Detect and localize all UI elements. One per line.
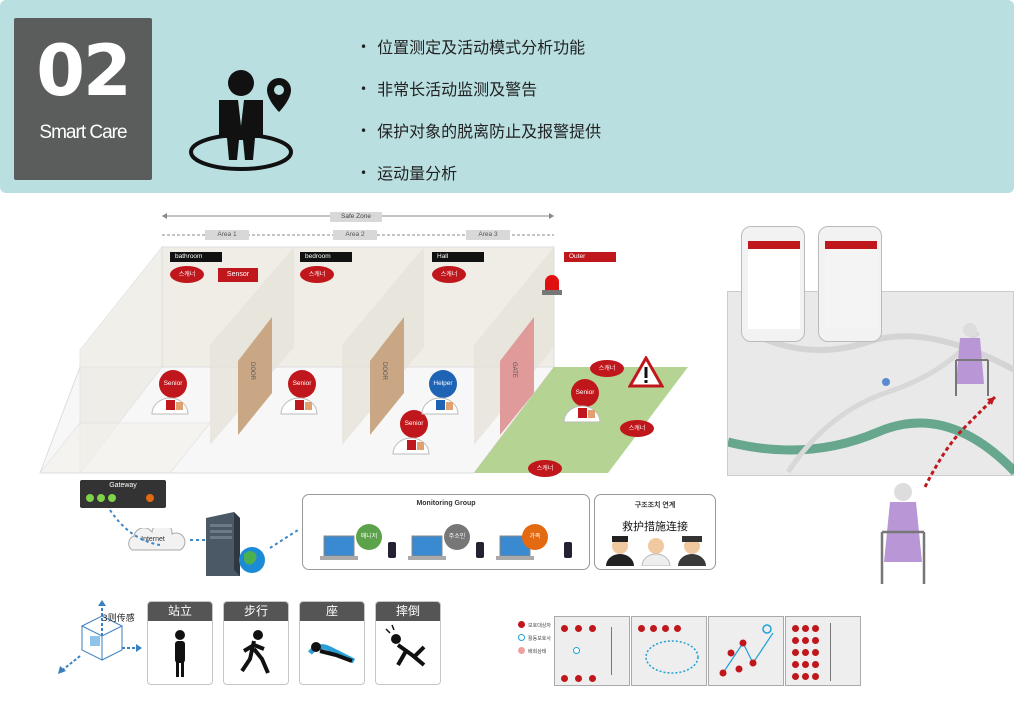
senior-marker: Senior bbox=[288, 370, 316, 398]
activity-title: 步行 bbox=[224, 602, 288, 621]
monitoring-devices bbox=[320, 535, 572, 560]
area-label: Area 2 bbox=[333, 230, 377, 240]
floor-plan-drawing bbox=[38, 213, 688, 495]
status-led bbox=[108, 494, 116, 502]
person-avatar-icon bbox=[421, 397, 459, 415]
legend-dot bbox=[518, 647, 525, 654]
phone-screen bbox=[748, 241, 800, 329]
scanner-badge: 스캐너 bbox=[300, 266, 334, 283]
activity-title: 座 bbox=[300, 602, 364, 621]
sensor-badge: Sensor bbox=[218, 268, 258, 282]
area-label: Area 3 bbox=[466, 230, 510, 240]
activity-card: 站立 bbox=[147, 601, 213, 685]
door-label: DOOR bbox=[381, 362, 387, 380]
sensing-label: 3则传感 bbox=[102, 614, 135, 624]
warning-icon bbox=[628, 356, 664, 388]
person-location-icon bbox=[189, 70, 293, 171]
senior-marker: Senior bbox=[159, 370, 187, 398]
falling-icon bbox=[385, 624, 426, 667]
gateway-device: Gateway bbox=[80, 480, 166, 508]
activity-title: 站立 bbox=[148, 602, 212, 621]
3axis-sensor-icon bbox=[58, 600, 142, 674]
monitoring-group-title: Monitoring Group bbox=[416, 500, 476, 507]
member-badge: 주소인 bbox=[444, 524, 470, 550]
scenario-panel bbox=[631, 616, 707, 686]
elderly-walker-figure bbox=[955, 323, 989, 396]
room-label: Hall bbox=[432, 252, 484, 262]
door-label: DOOR bbox=[249, 362, 255, 380]
senior-marker: Senior bbox=[400, 410, 428, 438]
person-avatar-icon bbox=[392, 437, 430, 455]
person-avatar-icon bbox=[151, 397, 189, 415]
gateway-label: Gateway bbox=[109, 482, 137, 489]
feature-item: 非常长活动监测及警告 bbox=[360, 76, 780, 118]
legend-dot bbox=[518, 634, 525, 641]
room-label: bedroom bbox=[300, 252, 352, 262]
safe-zone-label: Safe Zone bbox=[330, 212, 382, 222]
feature-item: 运动量分析 bbox=[360, 160, 780, 202]
member-badge: 매니저 bbox=[356, 524, 382, 550]
status-led bbox=[97, 494, 105, 502]
wander-path bbox=[923, 395, 997, 488]
legend-label: 보호대상자 bbox=[528, 623, 552, 629]
legend-label: 배회상태 bbox=[528, 649, 547, 655]
sitting-icon bbox=[308, 642, 356, 664]
scanner-badge: 스캐너 bbox=[528, 460, 562, 477]
feature-list: 位置测定及活动模式分析功能 非常长活动监测及警告 保护对象的脱离防止及报警提供 … bbox=[360, 34, 780, 202]
helper-marker: Helper bbox=[429, 370, 457, 398]
area-label: Area 1 bbox=[205, 230, 249, 240]
cloud-icon bbox=[128, 528, 186, 551]
person-avatar-icon bbox=[563, 405, 601, 423]
standing-icon bbox=[175, 630, 185, 677]
scenario-panel bbox=[708, 616, 784, 686]
scenario-panel bbox=[785, 616, 861, 686]
activity-title: 摔倒 bbox=[376, 602, 440, 621]
phone-screen bbox=[825, 241, 877, 329]
section-number: 02 bbox=[36, 30, 131, 112]
rescue-caption: 救护措施连接 bbox=[622, 520, 688, 533]
room-label: bathroom bbox=[170, 252, 222, 262]
feature-item: 保护对象的脱离防止及报警提供 bbox=[360, 118, 780, 160]
rescue-title: 구조조치 연계 bbox=[634, 502, 676, 509]
scanner-badge: 스캐너 bbox=[170, 266, 204, 283]
network-links bbox=[109, 509, 299, 549]
scanner-badge: 스캐너 bbox=[590, 360, 624, 377]
activity-card: 座 bbox=[299, 601, 365, 685]
scanner-badge: 스캐너 bbox=[620, 420, 654, 437]
legend-label: 활동보호사 bbox=[528, 636, 552, 642]
rescue-staff-icons bbox=[606, 536, 706, 566]
status-led bbox=[86, 494, 94, 502]
section-number-box: 02 Smart Care bbox=[14, 18, 152, 180]
gate-label: GATE bbox=[511, 362, 517, 378]
section-subtitle: Smart Care bbox=[39, 122, 127, 143]
activity-card: 摔倒 bbox=[375, 601, 441, 685]
person-avatar-icon bbox=[280, 397, 318, 415]
phone-map-view bbox=[818, 226, 882, 342]
status-led bbox=[146, 494, 154, 502]
senior-marker: Senior bbox=[571, 379, 599, 407]
legend-dot bbox=[518, 621, 525, 628]
member-badge: 가족 bbox=[522, 524, 548, 550]
scenario-panel bbox=[554, 616, 630, 686]
feature-item: 位置测定及活动模式分析功能 bbox=[360, 34, 780, 76]
phone-list-view bbox=[741, 226, 805, 342]
alarm-light-icon bbox=[542, 275, 562, 295]
internet-label: Internet bbox=[141, 536, 165, 543]
activity-card: 步行 bbox=[223, 601, 289, 685]
server-icon bbox=[206, 512, 265, 576]
scanner-badge: 스캐너 bbox=[432, 266, 466, 283]
room-label: Outer bbox=[564, 252, 616, 262]
walking-icon bbox=[240, 630, 270, 674]
elderly-walker-figure bbox=[880, 483, 926, 584]
